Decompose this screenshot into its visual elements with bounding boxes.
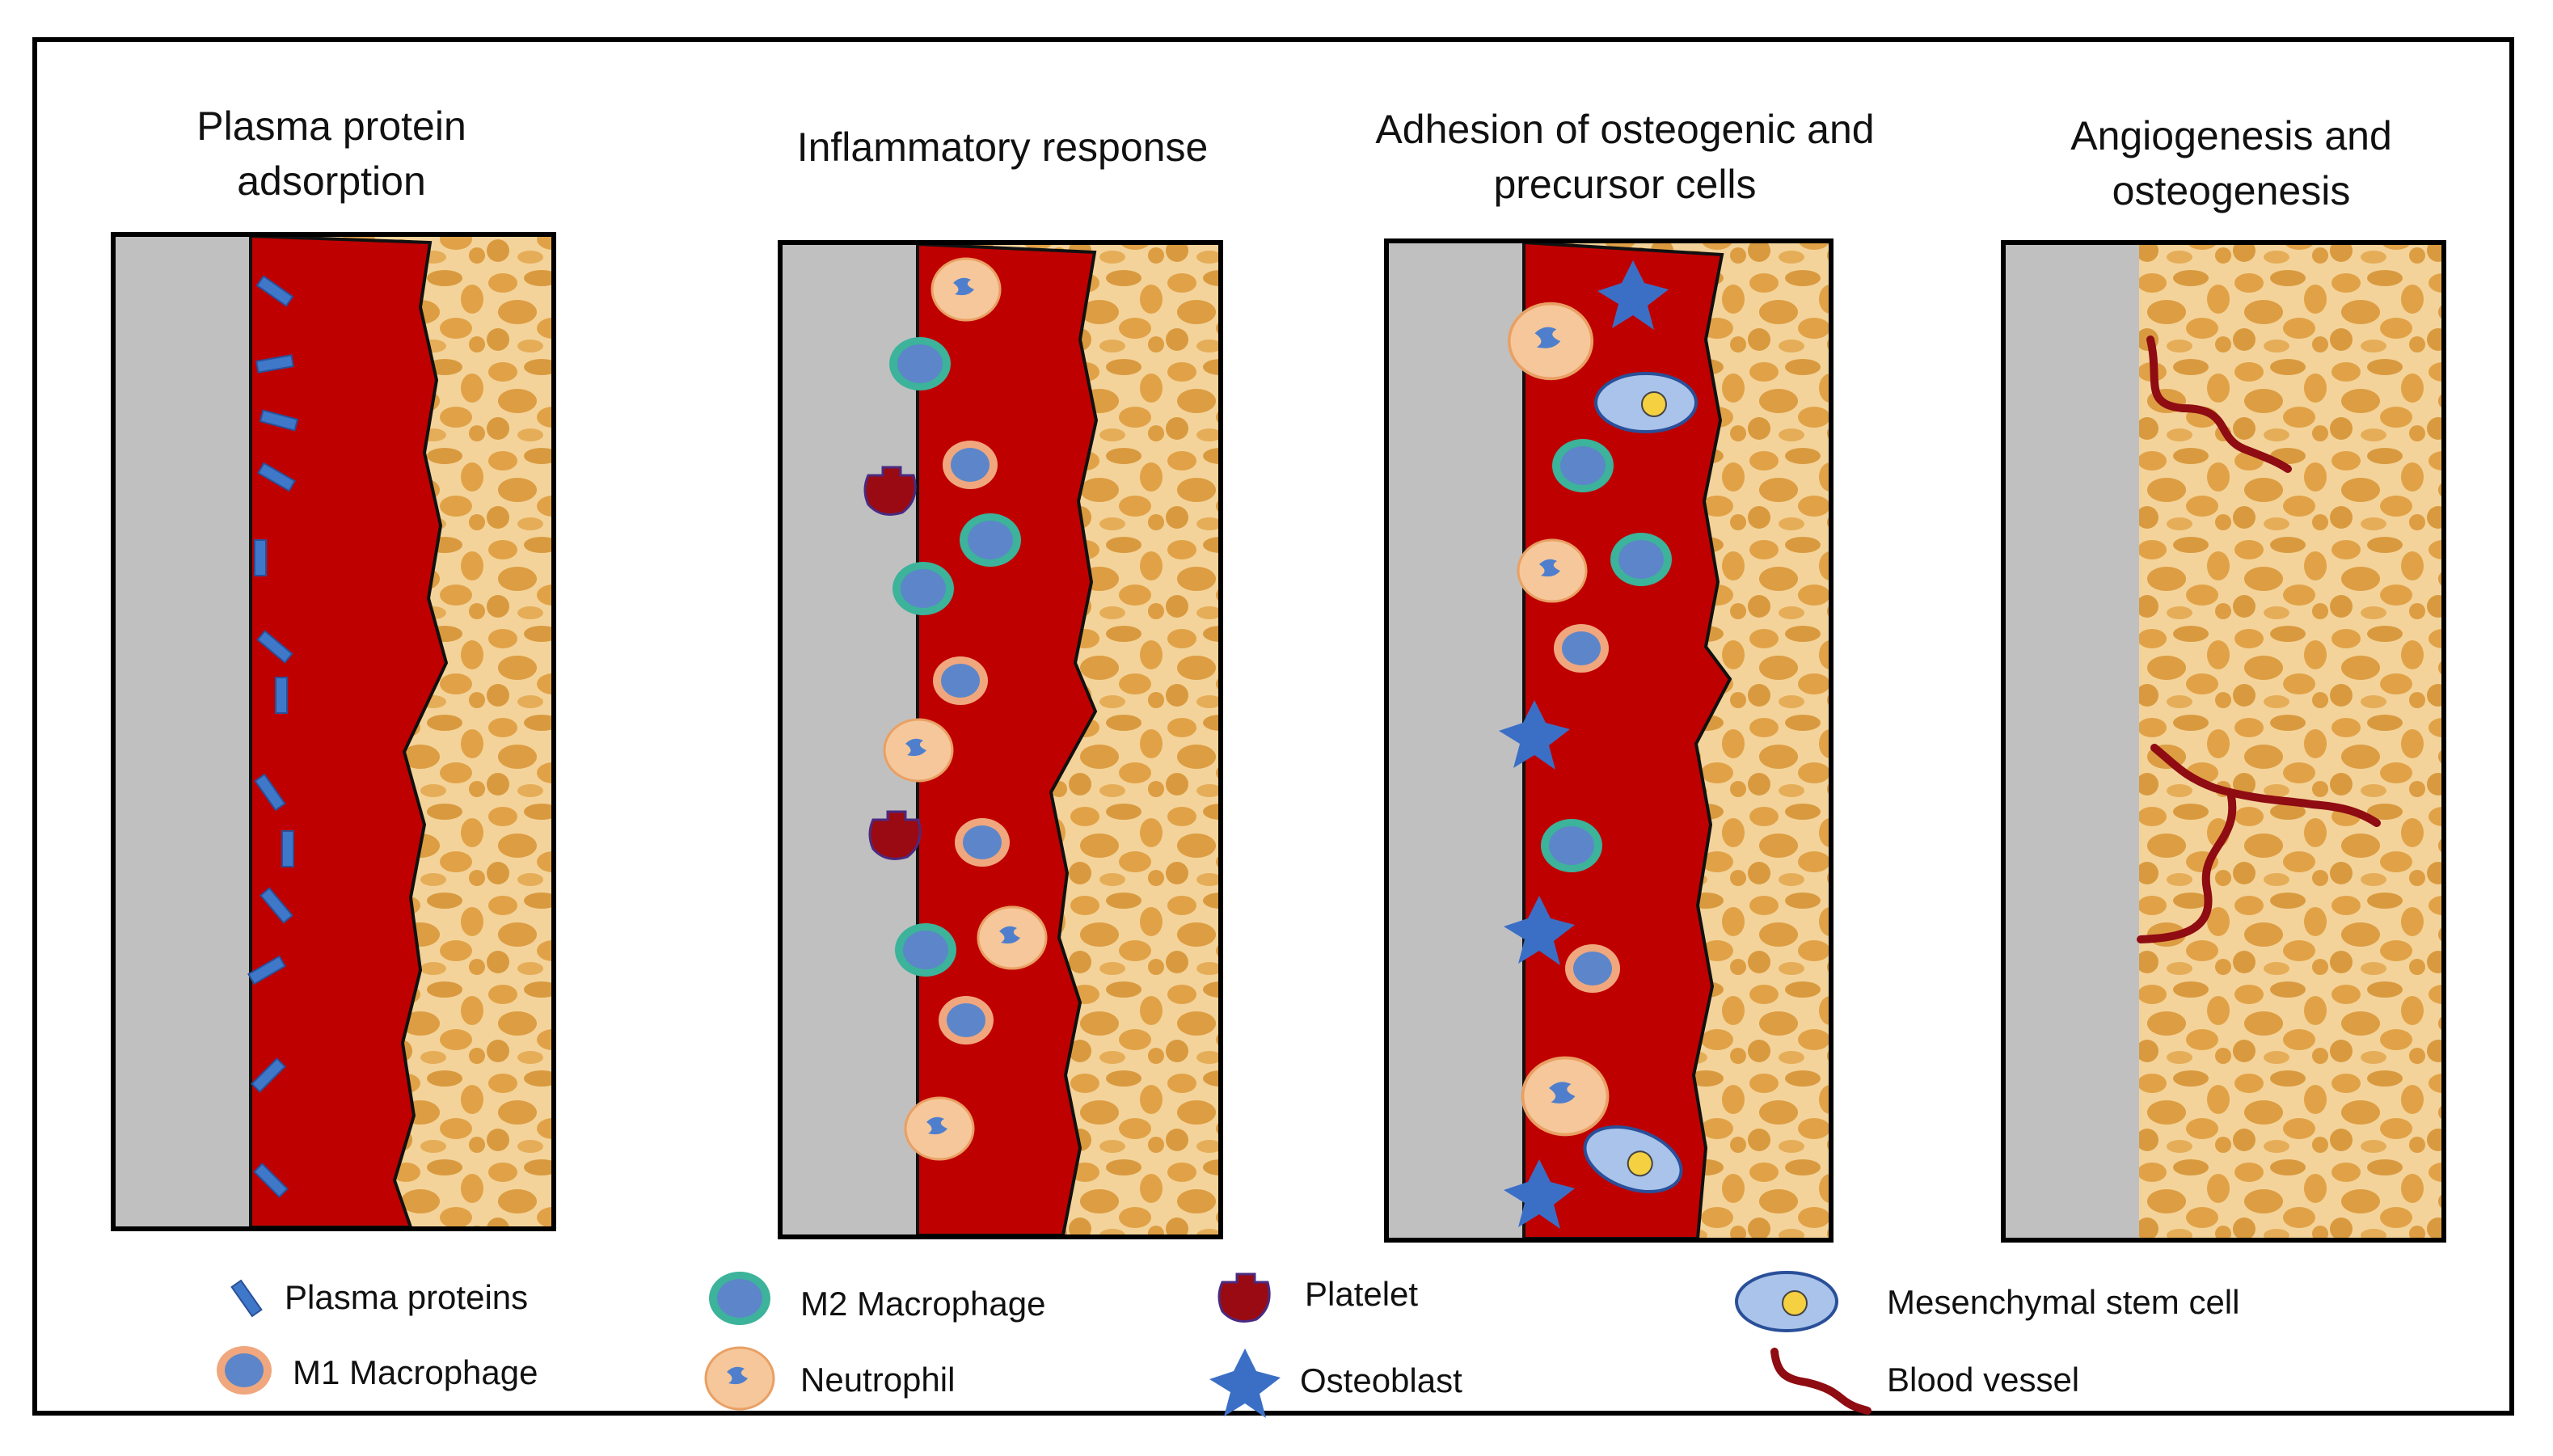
neutrophil-cell bbox=[1507, 302, 1594, 381]
panel-1-implant bbox=[113, 234, 251, 1229]
panel-2-border bbox=[778, 240, 1223, 1239]
neutrophil-cell bbox=[883, 718, 954, 783]
m2-macrophage-cell bbox=[960, 513, 1021, 567]
legend-platelet-label: Platelet bbox=[1305, 1275, 1419, 1313]
panel-4-implant bbox=[2003, 243, 2139, 1240]
mesenchymal-stem-cell bbox=[1594, 372, 1698, 433]
neutrophil-cell bbox=[1521, 1056, 1610, 1137]
m2-macrophage-cell bbox=[889, 337, 951, 390]
panel-3 bbox=[1384, 238, 1834, 1243]
panel-4-border bbox=[2001, 240, 2446, 1243]
legend-m2-macrophage-label: M2 Macrophage bbox=[800, 1285, 1046, 1323]
panel-2-blood-layer bbox=[916, 242, 1099, 1237]
legend-neutrophil-icon bbox=[704, 1346, 775, 1411]
neutrophil-cell bbox=[1517, 538, 1588, 603]
legend-m1-macrophage-icon bbox=[217, 1346, 272, 1395]
legend-m2-macrophage-icon bbox=[709, 1272, 770, 1325]
panel-2 bbox=[778, 240, 1223, 1239]
legend-osteoblast-label: Osteoblast bbox=[1300, 1361, 1462, 1399]
legend-icons bbox=[217, 1271, 1871, 1418]
m1-macrophage-cell bbox=[955, 818, 1010, 867]
legend-platelet-icon bbox=[1217, 1272, 1271, 1323]
panel-3-implant bbox=[1386, 241, 1524, 1240]
m1-macrophage-cell bbox=[939, 996, 994, 1045]
m2-macrophage-cell bbox=[1541, 819, 1602, 872]
m1-macrophage-cell bbox=[1565, 944, 1620, 993]
panel-2-title: Inflammatory response bbox=[744, 120, 1261, 175]
legend-neutrophil-label: Neutrophil bbox=[800, 1361, 956, 1399]
m2-macrophage-cell bbox=[895, 923, 956, 977]
legend-m1-macrophage-label: M1 Macrophage bbox=[293, 1353, 538, 1391]
panel-2-title-line1: Inflammatory response bbox=[796, 124, 1209, 170]
m2-macrophage-cell bbox=[1552, 439, 1614, 492]
panel-1-blood-layer bbox=[249, 234, 449, 1229]
panel-1-title-line1: Plasma protein bbox=[196, 103, 466, 149]
platelet-cell bbox=[863, 466, 917, 516]
legend-osteoblast-icon bbox=[1209, 1348, 1281, 1418]
neutrophil-cell bbox=[904, 1096, 975, 1161]
neutrophil-cell bbox=[930, 257, 1002, 322]
legend-plasma-protein-icon bbox=[230, 1279, 263, 1318]
panel-1-title-line2: adsorption bbox=[237, 158, 426, 204]
panel-4-title: Angiogenesis and osteogenesis bbox=[2021, 108, 2441, 218]
neutrophil-cell bbox=[977, 905, 1048, 970]
panel-3-title: Adhesion of osteogenic and precursor cel… bbox=[1334, 102, 1916, 212]
legend-mesenchymal-stem-cell-icon bbox=[1735, 1271, 1838, 1332]
panel-4-title-line1: Angiogenesis and bbox=[2070, 113, 2392, 158]
panel-4 bbox=[2001, 240, 2446, 1243]
panel-3-border bbox=[1384, 238, 1834, 1243]
m1-macrophage-cell bbox=[1554, 624, 1609, 673]
legend-blood-vessel-label: Blood vessel bbox=[1887, 1361, 2080, 1399]
m1-macrophage-cell bbox=[943, 441, 998, 489]
panel-3-title-line1: Adhesion of osteogenic and bbox=[1375, 107, 1875, 152]
legend-plasma-proteins-label: Plasma proteins bbox=[285, 1278, 529, 1316]
legend-mesenchymal-stem-cell-label: Mesenchymal stem cell bbox=[1887, 1283, 2240, 1321]
m1-macrophage-cell bbox=[933, 656, 988, 705]
panel-1-border bbox=[111, 232, 556, 1231]
m2-macrophage-cell bbox=[1610, 533, 1672, 586]
panel-1-title: Plasma protein adsorption bbox=[162, 99, 501, 209]
panel-1 bbox=[111, 232, 556, 1231]
platelet-cell bbox=[868, 810, 922, 860]
panel-3-title-line2: precursor cells bbox=[1493, 162, 1757, 207]
panel-4-blood-vessels bbox=[2137, 336, 2381, 943]
panel-4-title-line2: osteogenesis bbox=[2112, 168, 2351, 213]
legend-blood-vessel-icon bbox=[1770, 1348, 1871, 1415]
m2-macrophage-cell bbox=[892, 562, 954, 615]
